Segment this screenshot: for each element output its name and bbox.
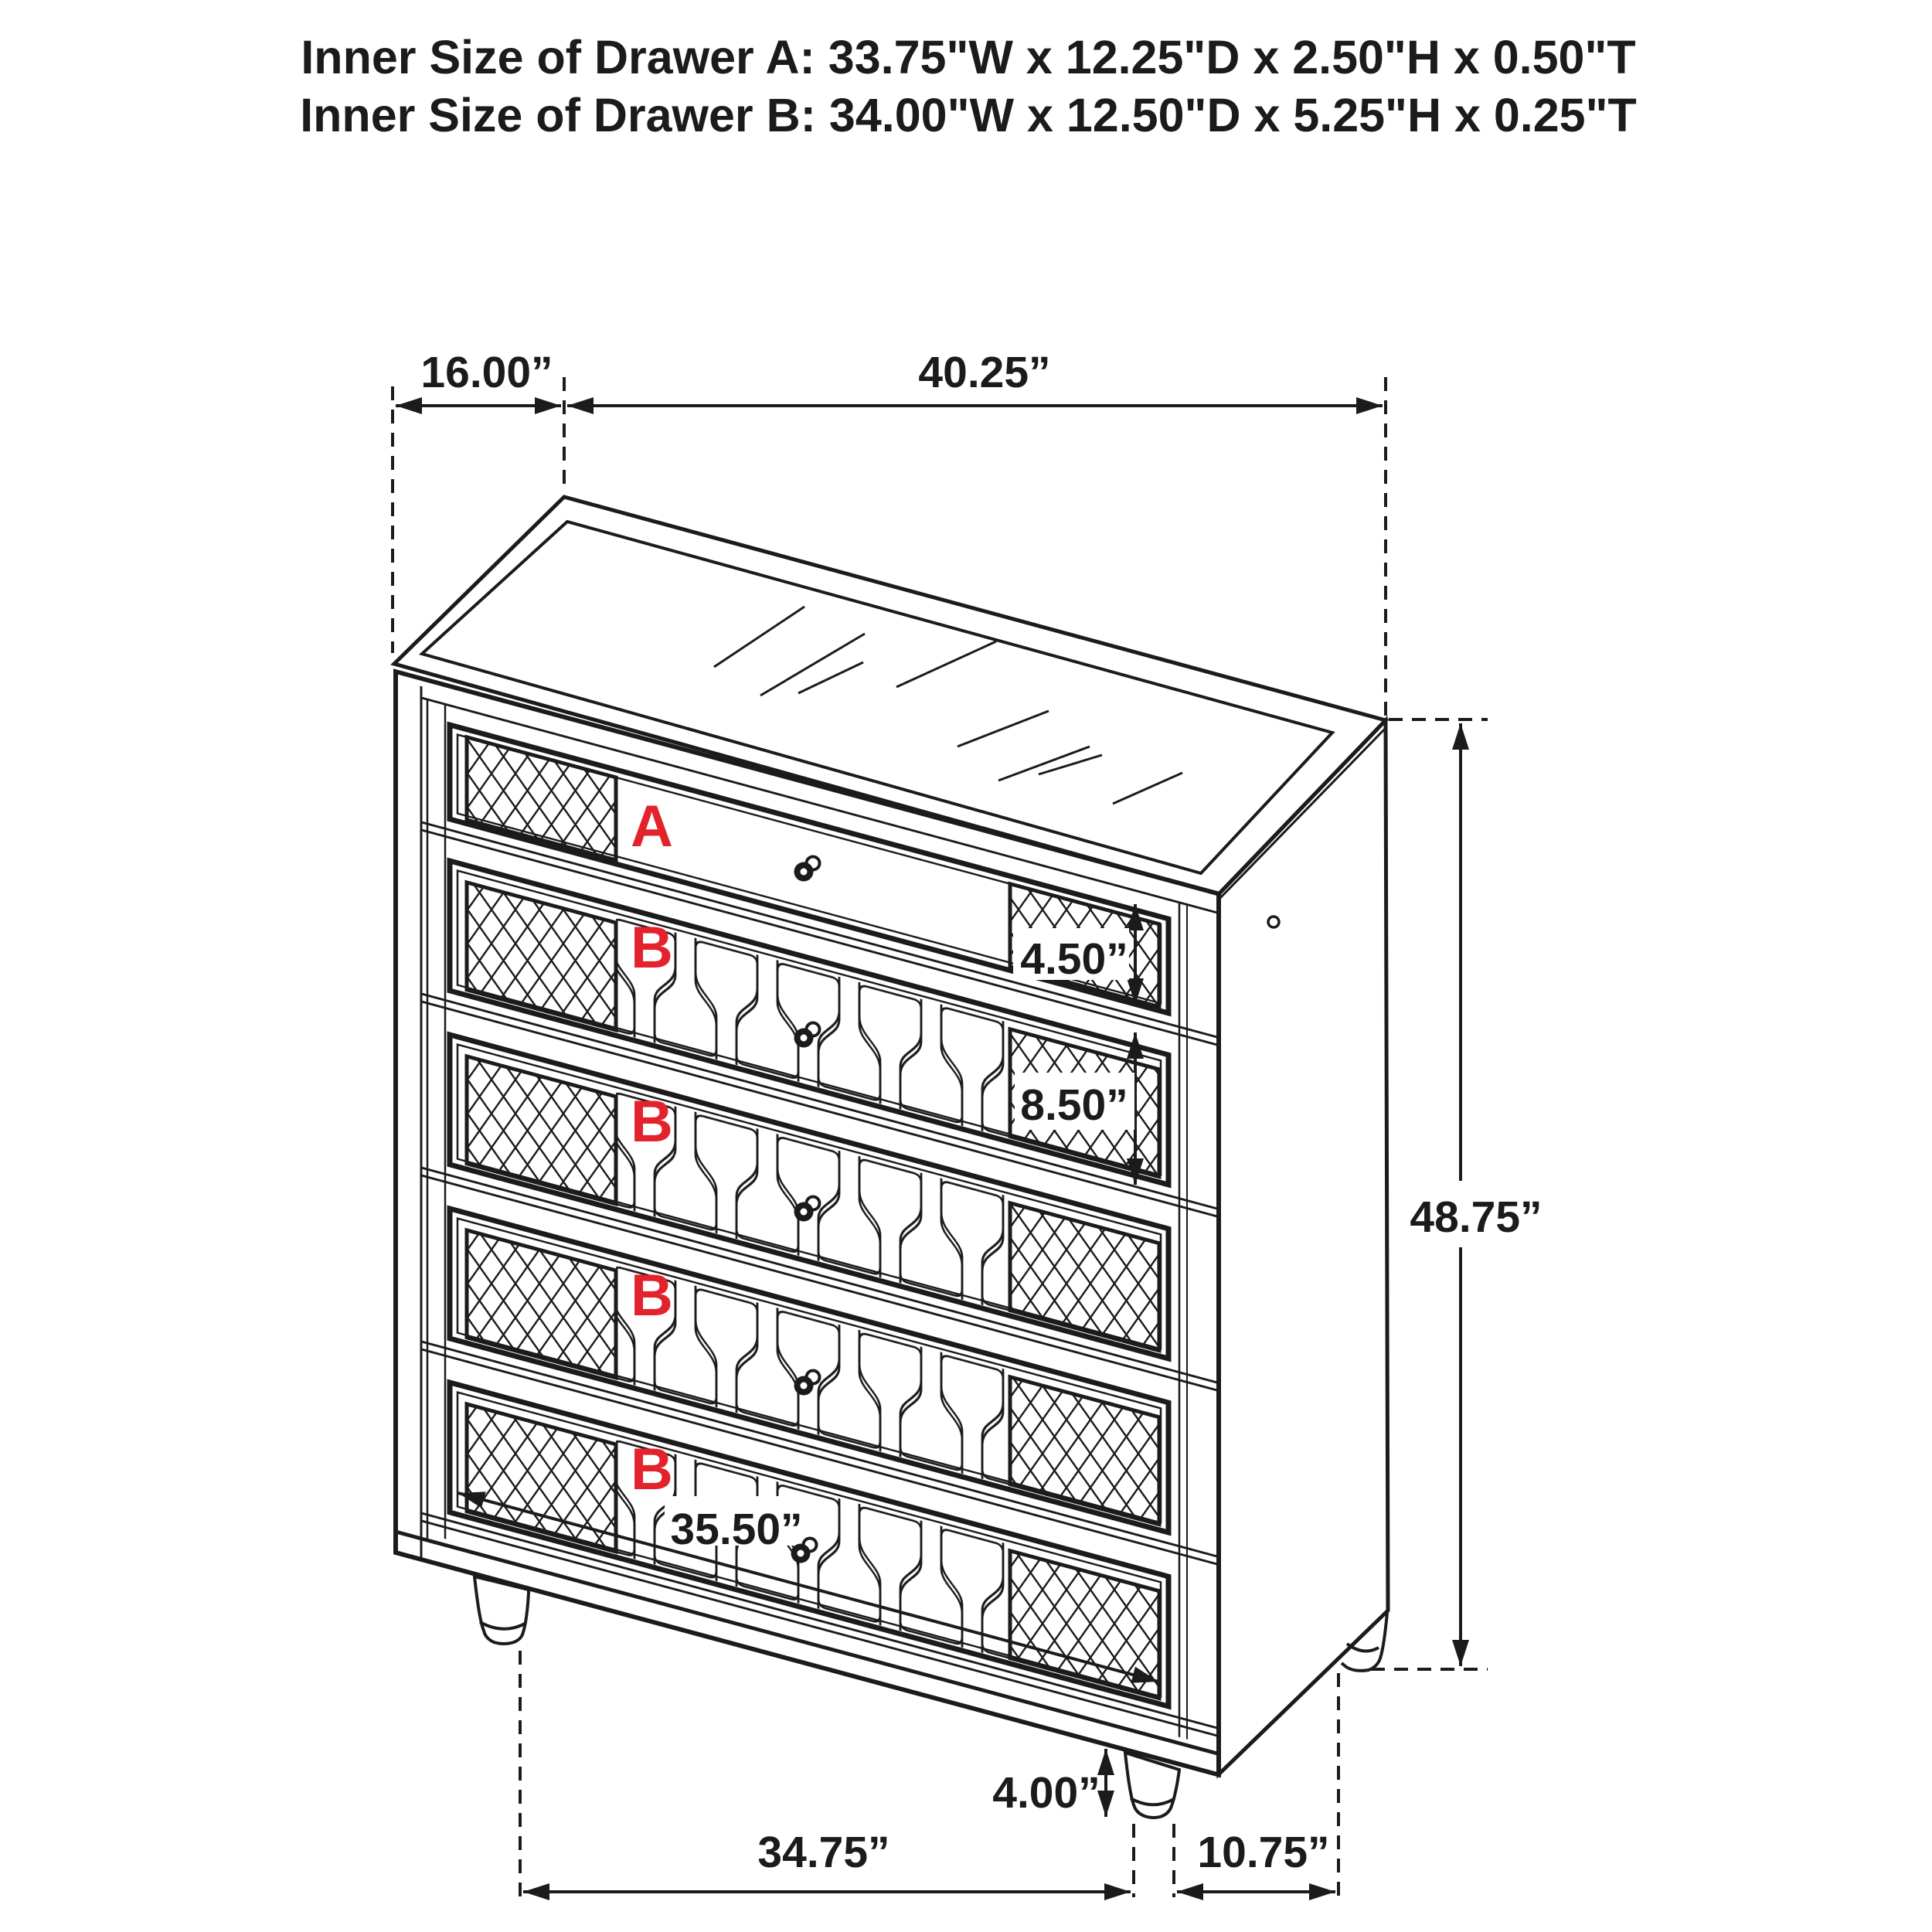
svg-text:B: B [631, 1263, 673, 1328]
svg-text:48.75”: 48.75” [1410, 1192, 1542, 1242]
svg-text:B: B [631, 1437, 673, 1502]
svg-text:Inner Size of Drawer A: 33.75": Inner Size of Drawer A: 33.75"W x 12.25"… [301, 31, 1635, 83]
svg-text:4.50”: 4.50” [1020, 934, 1128, 984]
svg-text:A: A [631, 794, 673, 859]
svg-text:10.75”: 10.75” [1197, 1828, 1329, 1877]
svg-text:40.25”: 40.25” [918, 348, 1050, 397]
svg-text:35.50”: 35.50” [670, 1505, 802, 1554]
svg-text:B: B [631, 1089, 673, 1155]
svg-text:B: B [631, 915, 673, 981]
svg-text:16.00”: 16.00” [420, 348, 553, 397]
svg-text:8.50”: 8.50” [1020, 1080, 1128, 1130]
svg-text:34.75”: 34.75” [757, 1828, 889, 1877]
svg-text:Inner Size of Drawer B: 34.00": Inner Size of Drawer B: 34.00"W x 12.50"… [300, 89, 1637, 141]
svg-text:4.00”: 4.00” [992, 1768, 1100, 1818]
